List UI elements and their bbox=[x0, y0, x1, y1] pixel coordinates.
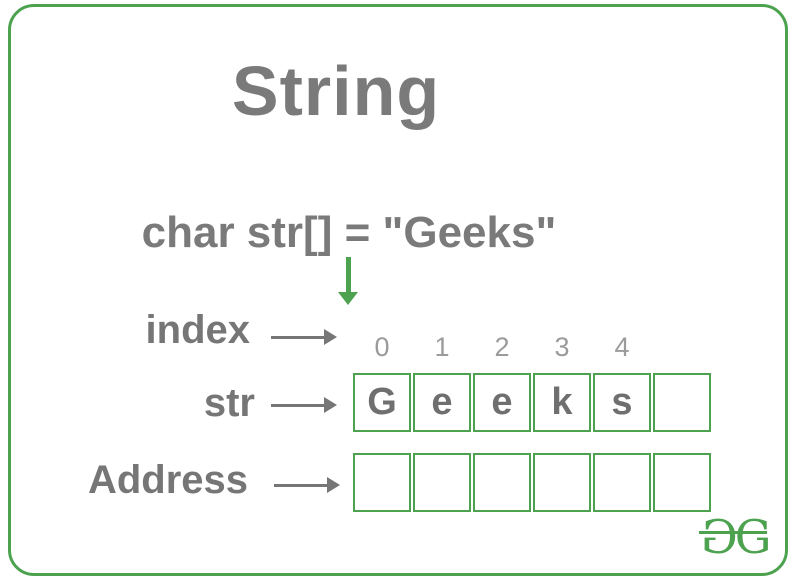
index-number: 0 bbox=[374, 332, 390, 362]
index-number: 4 bbox=[614, 332, 630, 362]
str-array: G e e k s bbox=[353, 373, 711, 432]
logo-letter-reversed-g: G bbox=[701, 510, 738, 564]
array-cell: s bbox=[593, 373, 651, 432]
gfg-logo: GG bbox=[699, 510, 772, 564]
arrow-right-icon bbox=[271, 397, 337, 413]
array-cell bbox=[533, 453, 591, 512]
logo-letter-g: G bbox=[734, 510, 772, 564]
arrow-shaft bbox=[271, 335, 325, 339]
arrow-head bbox=[338, 292, 358, 305]
array-cell bbox=[353, 453, 411, 512]
array-cell bbox=[653, 453, 711, 512]
address-array bbox=[353, 453, 711, 512]
index-label: index bbox=[145, 308, 250, 352]
logo-bar bbox=[699, 531, 767, 534]
arrow-head bbox=[327, 477, 340, 493]
address-label: Address bbox=[87, 458, 248, 502]
page-title: String bbox=[231, 52, 441, 130]
array-cell: e bbox=[473, 373, 531, 432]
array-cell: G bbox=[353, 373, 411, 432]
array-cell bbox=[413, 453, 471, 512]
arrow-down-icon bbox=[338, 257, 358, 305]
index-number: 2 bbox=[494, 332, 510, 362]
index-number: 3 bbox=[554, 332, 570, 362]
arrow-head bbox=[324, 329, 337, 345]
array-cell: k bbox=[533, 373, 591, 432]
arrow-right-icon bbox=[274, 477, 340, 493]
outer-border bbox=[8, 4, 788, 576]
array-cell bbox=[653, 373, 711, 432]
index-number: 1 bbox=[434, 332, 450, 362]
array-cell bbox=[473, 453, 531, 512]
str-label: str bbox=[203, 381, 255, 425]
arrow-shaft bbox=[271, 403, 325, 407]
arrow-shaft bbox=[274, 483, 328, 487]
arrow-right-icon bbox=[271, 329, 337, 345]
declaration-text: char str[] = "Geeks" bbox=[141, 208, 557, 257]
index-numbers: 0 1 2 3 4 bbox=[353, 332, 651, 362]
arrow-head bbox=[324, 397, 337, 413]
arrow-shaft bbox=[345, 257, 351, 293]
array-cell bbox=[593, 453, 651, 512]
array-cell: e bbox=[413, 373, 471, 432]
